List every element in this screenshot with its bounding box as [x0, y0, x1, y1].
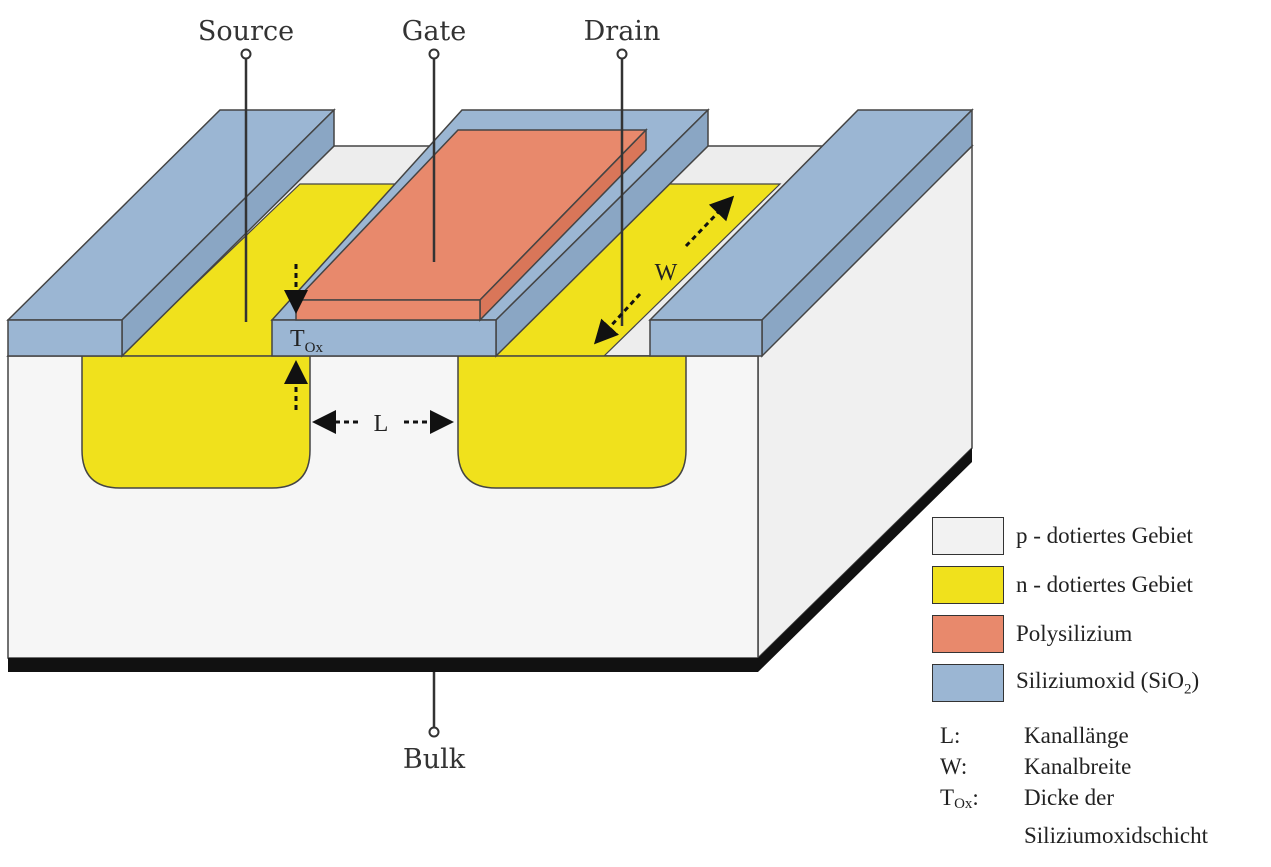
n-well-drain [457, 355, 687, 489]
tox-label: TOx [290, 326, 324, 356]
source-label: Source [198, 16, 294, 47]
drain-label: Drain [584, 16, 661, 47]
legend: p - dotiertes Gebiet n - dotiertes Gebie… [932, 516, 1271, 712]
gate-label: Gate [402, 16, 467, 47]
oxide-middle-front [271, 319, 497, 357]
length-label: L [374, 411, 389, 437]
legend-swatch-polysilicon [932, 615, 1004, 653]
abbrev-key-l: L: [940, 723, 961, 748]
bulk-label: Bulk [403, 744, 466, 775]
abbreviation-list: L: Kanallänge W: Kanalbreite TOx: Dicke … [940, 720, 1271, 851]
legend-swatch-p-doped [932, 517, 1004, 555]
legend-swatch-n-doped [932, 566, 1004, 604]
n-well-source [81, 355, 311, 489]
drain-terminal [616, 48, 628, 326]
legend-label-p-doped: p - dotiertes Gebiet [1016, 523, 1193, 548]
abbrev-row-l: L: Kanallänge [940, 720, 1271, 751]
abbrev-val-l: Kanallänge [1024, 723, 1129, 748]
abbrev-val-tox-1: Dicke der [1024, 785, 1115, 810]
oxide-left-front [7, 319, 123, 357]
abbrev-val-tox-2: Siliziumoxidschicht [1024, 823, 1208, 848]
gate-poly-front [295, 299, 481, 321]
abbrev-val-w: Kanalbreite [1024, 754, 1132, 779]
legend-label-polysilicon: Polysilizium [1016, 621, 1133, 646]
source-terminal [240, 48, 252, 322]
bulk-contact-bar-side [758, 448, 972, 672]
gate-terminal [428, 48, 440, 262]
abbrev-key-w: W: [940, 754, 968, 779]
bulk-contact-bar [8, 658, 758, 672]
abbrev-key-tox: TOx: [940, 785, 979, 812]
legend-label-oxide: Siliziumoxid (SiO2) [1016, 667, 1200, 698]
oxide-right-front [649, 319, 763, 357]
legend-swatch-oxide [932, 664, 1004, 702]
legend-item-n-doped: n - dotiertes Gebiet [932, 565, 1271, 605]
width-arrow [593, 195, 735, 345]
legend-item-polysilicon: Polysilizium [932, 614, 1271, 654]
abbrev-row-w: W: Kanalbreite [940, 751, 1271, 782]
abbrev-row-tox: TOx: Dicke der [940, 782, 1271, 820]
legend-label-n-doped: n - dotiertes Gebiet [1016, 572, 1193, 597]
legend-item-oxide: Siliziumoxid (SiO2) [932, 663, 1271, 703]
legend-item-p-doped: p - dotiertes Gebiet [932, 516, 1271, 556]
width-label: W [655, 260, 678, 286]
bulk-terminal [428, 672, 440, 738]
abbrev-row-tox-2: Siliziumoxidschicht [940, 820, 1271, 851]
